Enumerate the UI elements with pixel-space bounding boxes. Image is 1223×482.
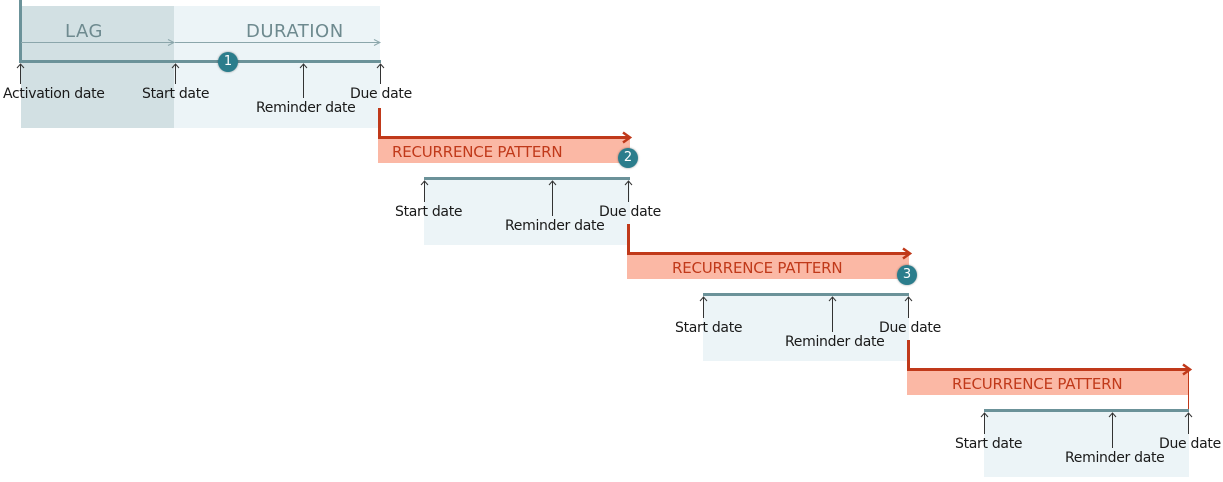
lag-region — [21, 6, 174, 128]
recurrence-pattern-1-box — [378, 139, 630, 163]
duration-arrow — [175, 42, 379, 43]
recurrence-pattern-2-label: RECURRENCE PATTERN — [672, 259, 843, 277]
cycle-4-timeline — [984, 409, 1189, 412]
cycle-4-due-date-tick — [1184, 412, 1193, 434]
duration-region — [174, 6, 380, 128]
recurrence-pattern-3-box — [907, 371, 1189, 395]
cycle-2-badge: 2 — [618, 148, 638, 168]
recurrence-1-drop-line — [378, 108, 381, 138]
recurrence-3-horizontal-line — [907, 368, 1185, 371]
cycle-1-start-date-label: Start date — [142, 86, 210, 102]
lag-label: LAG — [65, 21, 103, 42]
cycle-4-start-date-tick — [980, 412, 989, 434]
cycle-2-start-date-label: Start date — [395, 204, 463, 220]
recurrence-1-horizontal-line — [378, 136, 626, 139]
cycle-2-start-date-tick — [420, 180, 429, 202]
lag-arrow — [21, 42, 173, 43]
cycle-2-reminder-date-label: Reminder date — [505, 218, 605, 234]
cycle-1-reminder-date-label: Reminder date — [256, 100, 356, 116]
cycle-3-duration-region — [703, 295, 909, 361]
cycle-2-due-date-label: Due date — [599, 204, 661, 220]
activation-date-label: Activation date — [3, 86, 105, 102]
recurrence-pattern-2-box — [627, 255, 909, 279]
recurrence-pattern-3-label: RECURRENCE PATTERN — [952, 375, 1123, 393]
cycle-4-reminder-date-label: Reminder date — [1065, 450, 1165, 466]
cycle-4-due-date-label: Due date — [1159, 436, 1221, 452]
cycle-1-start-date-tick — [171, 63, 180, 84]
cycle-3-start-date-tick — [699, 296, 708, 318]
cycle-1-due-date-label: Due date — [350, 86, 412, 102]
cycle-3-badge: 3 — [897, 265, 917, 285]
cycle-1-reminder-date-tick — [299, 63, 308, 98]
cycle-1-timeline — [19, 60, 381, 63]
cycle-1-due-date-tick — [376, 63, 385, 84]
cycle-3-due-date-label: Due date — [879, 320, 941, 336]
recurrence-3-drop-line — [907, 340, 910, 370]
cycle-4-reminder-date-tick — [1108, 412, 1117, 448]
cycle-2-duration-region — [424, 179, 630, 245]
activation-date-tick — [16, 63, 25, 84]
recurrence-2-horizontal-line — [627, 252, 905, 255]
activation-vertical-line — [19, 0, 22, 62]
cycle-3-reminder-date-tick — [828, 296, 837, 332]
cycle-2-due-date-tick — [624, 180, 633, 202]
recurrence-3-end-line — [1188, 370, 1189, 410]
cycle-4-duration-region — [984, 411, 1189, 477]
cycle-1-badge: 1 — [218, 52, 238, 72]
cycle-3-start-date-label: Start date — [675, 320, 743, 336]
duration-label: DURATION — [246, 21, 344, 42]
tick-arrows — [16, 63, 1193, 448]
cycle-3-timeline — [703, 293, 909, 296]
cycle-3-due-date-tick — [904, 296, 913, 318]
recurrence-2-drop-line — [627, 224, 630, 254]
cycle-2-reminder-date-tick — [548, 180, 557, 216]
cycle-4-start-date-label: Start date — [955, 436, 1023, 452]
recurrence-pattern-1-label: RECURRENCE PATTERN — [392, 143, 563, 161]
cycle-2-timeline — [424, 177, 630, 180]
cycle-3-reminder-date-label: Reminder date — [785, 334, 885, 350]
